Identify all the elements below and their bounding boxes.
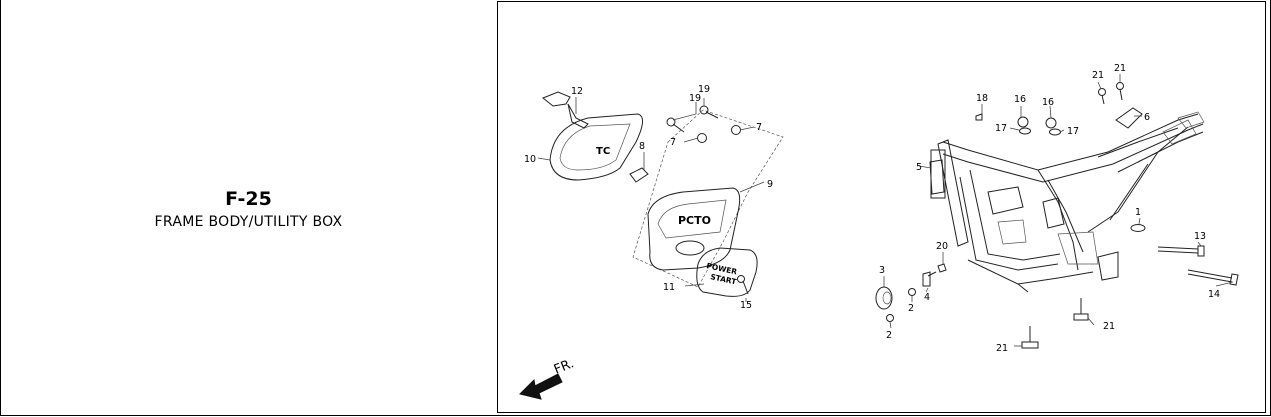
exploded-view-drawing: TC PCTO POWER: [519, 63, 1239, 400]
callout-17-a: 17: [995, 123, 1007, 134]
bolt-21-b: [1116, 82, 1124, 101]
front-direction-arrow: FR.: [519, 356, 576, 400]
callout-2-b: 2: [886, 330, 892, 341]
callout-7-a: 7: [670, 137, 676, 148]
bolt-19-a: [666, 117, 685, 133]
callout-10: 10: [524, 154, 536, 165]
parts-diagram: TC PCTO POWER: [497, 1, 1266, 413]
utility-box-part: PCTO: [647, 187, 741, 271]
callout-6: 6: [1144, 112, 1150, 123]
callout-21-d: 21: [996, 343, 1008, 354]
washer-17-a: [1019, 127, 1031, 135]
bolt-21-d: [1021, 326, 1039, 349]
callout-8: 8: [639, 141, 645, 152]
screw-15: [737, 275, 749, 295]
long-bolt-14: [1187, 269, 1239, 286]
frame-body-part: [930, 111, 1205, 293]
figure-code: F-25: [225, 188, 272, 210]
callout-12: 12: [571, 86, 583, 97]
nut-16-a: [1017, 116, 1029, 128]
callout-16-b: 16: [1042, 97, 1054, 108]
callout-20: 20: [936, 241, 948, 252]
cap-1: [1130, 224, 1146, 232]
callout-19-a: 19: [689, 93, 701, 104]
callout-19-b: 19: [698, 84, 710, 95]
callout-1: 1: [1135, 207, 1141, 218]
figure-title: FRAME BODY/UTILITY BOX: [154, 214, 343, 230]
grommet-7-a: [697, 133, 707, 143]
svg-text:PCTO: PCTO: [678, 214, 711, 227]
callout-17-b: 17: [1067, 126, 1079, 137]
washer-17-b: [1049, 128, 1061, 136]
horn-3: [875, 286, 893, 310]
callout-21-c: 21: [1103, 321, 1115, 332]
callout-3: 3: [879, 265, 885, 276]
long-bolt-13: [1157, 245, 1205, 257]
washer-2-a: [908, 288, 916, 296]
callout-15: 15: [740, 300, 752, 311]
plate-6: [1115, 107, 1143, 129]
callout-18: 18: [976, 93, 988, 104]
nut-16-b: [1045, 117, 1057, 129]
bolt-21-c: [1073, 298, 1089, 321]
svg-text:TC: TC: [596, 146, 610, 157]
callout-16-a: 16: [1014, 94, 1026, 105]
callout-labels: 12 10 8 19 19 7 7 9 11 15 18 16 16 17 17…: [524, 63, 1220, 354]
grommet-7-b: [731, 125, 741, 135]
box-outline: [632, 109, 784, 288]
callout-14: 14: [1208, 289, 1220, 300]
callout-7-b: 7: [756, 122, 762, 133]
direction-label: FR.: [552, 356, 576, 377]
washer-2-b: [886, 314, 894, 322]
figure-caption-panel: F-25 FRAME BODY/UTILITY BOX: [0, 0, 497, 417]
latch-part: [542, 91, 589, 129]
callout-13: 13: [1194, 231, 1206, 242]
callout-2-a: 2: [908, 303, 914, 314]
side-cover-part: TC: [549, 113, 643, 181]
callout-5: 5: [916, 162, 922, 173]
steering-bracket-part: [929, 159, 945, 195]
bolt-20: [927, 263, 947, 277]
callout-11: 11: [663, 282, 675, 293]
bolt-21-a: [1098, 88, 1106, 105]
bracket-4: [922, 271, 931, 287]
callout-9: 9: [767, 179, 773, 190]
part-18: [975, 113, 983, 121]
callout-21-a: 21: [1092, 70, 1104, 81]
clip-part: [629, 167, 649, 183]
callout-4: 4: [924, 292, 930, 303]
callout-21-b: 21: [1114, 63, 1126, 74]
bolt-19-b: [699, 105, 719, 119]
